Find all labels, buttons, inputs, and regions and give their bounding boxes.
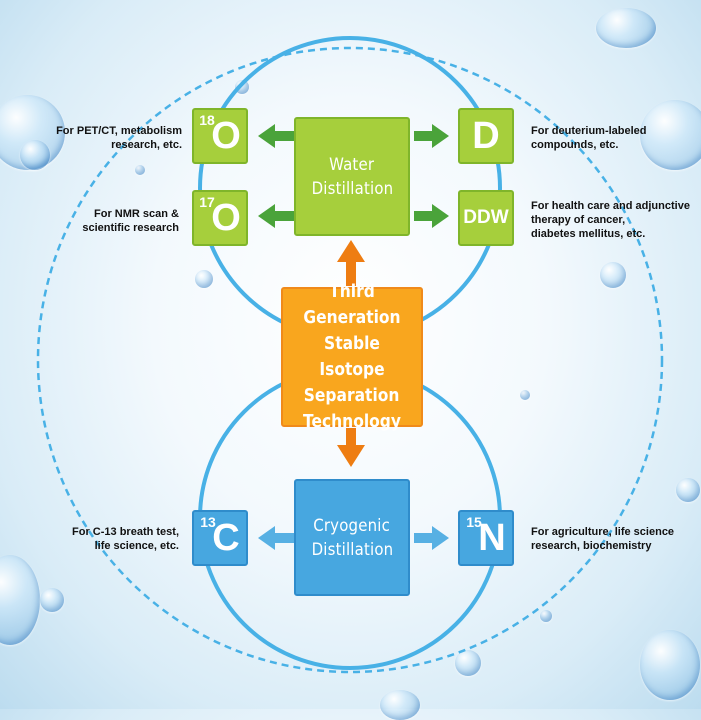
- o17-desc-line2: scientific research: [82, 222, 179, 234]
- ddw-symbol: DDW: [463, 207, 509, 228]
- cryo-label-line2: Distillation: [311, 539, 393, 560]
- arrow-left-o17: [258, 204, 295, 228]
- c13-desc-line2: life science, etc.: [94, 540, 179, 552]
- water-distillation-box: Water Distillation: [294, 117, 410, 236]
- c13-desc-line1: For C-13 breath test,: [72, 526, 179, 538]
- water-droplet: [540, 610, 552, 622]
- water-droplet: [40, 588, 64, 612]
- water-droplet: [20, 140, 50, 170]
- n15-desc-line1: For agriculture, life science: [531, 526, 675, 538]
- o17-desc-line1: For NMR scan &: [94, 208, 179, 220]
- arrow-right-ddw: [414, 204, 449, 228]
- center-label-line2: Stable Isotope: [319, 333, 385, 380]
- water-droplet: [640, 630, 700, 700]
- d-symbol: D: [472, 115, 500, 157]
- center-label-line4: Technology: [303, 411, 401, 432]
- description-n15: For agriculture, life science research, …: [531, 525, 699, 553]
- c13-symbol: C: [212, 517, 240, 559]
- ddw-desc-line3: diabetes mellitus, etc.: [531, 228, 646, 240]
- arrow-up-water: [337, 240, 365, 286]
- ddw-desc-line2: therapy of cancer,: [531, 214, 626, 226]
- o18-desc-line1: For PET/CT, metabolism: [56, 125, 182, 137]
- outer-dashed-ring: [36, 46, 664, 674]
- n15-mass: 15: [466, 514, 482, 530]
- cryo-label-line1: Cryogenic: [313, 515, 391, 536]
- d-desc-line1: For deuterium-labeled: [531, 125, 647, 137]
- o18-symbol: O: [211, 115, 241, 157]
- arrow-right-d: [414, 124, 449, 148]
- center-label-line3: Separation: [304, 385, 400, 406]
- water-droplet: [455, 650, 481, 676]
- description-c13: For C-13 breath test, life science, etc.: [30, 525, 179, 553]
- arrow-left-o18: [258, 124, 295, 148]
- isotope-box-d: D: [458, 108, 514, 164]
- water-droplet: [520, 390, 530, 400]
- water-label-line1: Water: [329, 154, 375, 175]
- c13-mass: 13: [200, 514, 216, 530]
- d-desc-line2: compounds, etc.: [531, 139, 619, 151]
- water-droplet: [596, 8, 656, 48]
- third-generation-technology-box: Third Generation Stable Isotope Separati…: [281, 281, 423, 432]
- water-droplet: [600, 262, 626, 288]
- cryogenic-distillation-box: Cryogenic Distillation: [294, 479, 410, 596]
- ddw-desc-line1: For health care and adjunctive: [531, 200, 690, 212]
- n15-symbol: N: [478, 517, 506, 559]
- o18-mass: 18: [199, 112, 215, 128]
- isotope-box-ddw: DDW: [458, 190, 514, 246]
- arrow-down-cryo: [337, 428, 365, 467]
- description-o18: For PET/CT, metabolism research, etc.: [30, 124, 182, 152]
- water-droplet: [135, 165, 145, 175]
- description-ddw: For health care and adjunctive therapy o…: [531, 199, 699, 241]
- water-droplet: [195, 270, 213, 288]
- description-d: For deuterium-labeled compounds, etc.: [531, 124, 696, 152]
- water-droplet: [676, 478, 700, 502]
- o17-mass: 17: [199, 194, 215, 210]
- description-o17: For NMR scan & scientific research: [30, 207, 179, 235]
- o18-desc-line2: research, etc.: [111, 139, 182, 151]
- n15-desc-line2: research, biochemistry: [531, 540, 652, 552]
- water-droplet: [640, 100, 701, 170]
- center-label-line1: Third Generation: [303, 281, 401, 328]
- water-label-line2: Distillation: [311, 178, 393, 199]
- o17-symbol: O: [211, 197, 241, 239]
- arrow-left-c13: [258, 526, 295, 550]
- arrow-right-n15: [414, 526, 449, 550]
